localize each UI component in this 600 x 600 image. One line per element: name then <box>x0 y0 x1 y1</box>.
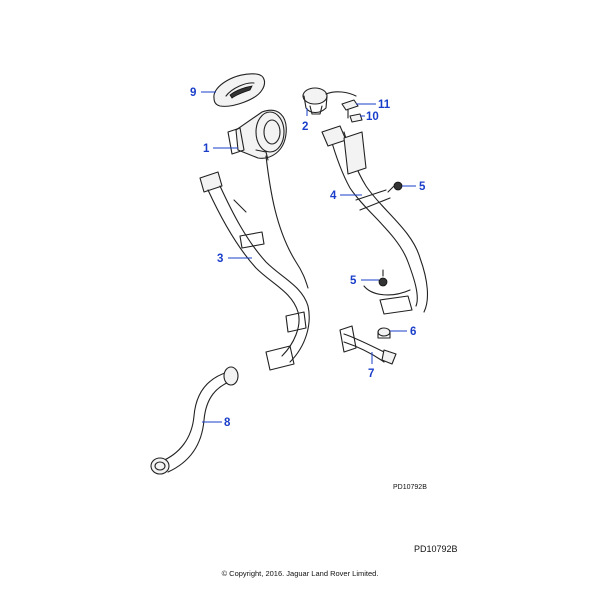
part-5-bolt-upper <box>387 181 403 193</box>
callout-8: 8 <box>202 417 231 429</box>
callout-2: 2 <box>302 108 308 133</box>
callout-7: 7 <box>368 352 374 380</box>
callout-10-label: 10 <box>366 111 379 123</box>
copyright-notice: © Copyright, 2016. Jaguar Land Rover Lim… <box>221 569 379 578</box>
inner-reference-code: PD10792B <box>393 484 427 491</box>
part-6-fastener <box>377 327 391 339</box>
callout-9-label: 9 <box>190 87 196 99</box>
callout-2-label: 2 <box>302 121 308 133</box>
part-11-clip <box>341 99 359 119</box>
part-8-lower-hose <box>150 366 239 475</box>
reference-code: PD10792B <box>414 544 458 554</box>
part-3-filler-neck <box>199 171 310 371</box>
callout-4: 4 <box>330 190 362 202</box>
callout-3-label: 3 <box>217 253 223 265</box>
part-7-breather-pipe <box>339 325 397 365</box>
callout-5-upper-label: 5 <box>419 181 426 193</box>
callout-3: 3 <box>217 253 252 265</box>
callout-5-upper: 5 <box>402 181 426 193</box>
callout-9: 9 <box>190 87 216 99</box>
callout-4-label: 4 <box>330 190 337 202</box>
callout-11-label: 11 <box>378 99 391 111</box>
part-1-filler-housing <box>227 109 309 289</box>
part-2-filler-cap <box>302 87 357 115</box>
callout-11: 11 <box>356 99 391 111</box>
callout-7-label: 7 <box>368 368 374 380</box>
callout-1-label: 1 <box>203 143 210 155</box>
part-5-bolt-lower <box>378 269 388 287</box>
callout-6-label: 6 <box>410 326 416 338</box>
callout-10: 10 <box>360 111 379 123</box>
callout-5-lower: 5 <box>350 275 379 287</box>
part-4-filler-neck <box>321 125 429 315</box>
part-9-gasket <box>213 73 266 107</box>
callout-5-lower-label: 5 <box>350 275 357 287</box>
callout-8-label: 8 <box>224 417 231 429</box>
callout-6: 6 <box>390 326 416 338</box>
part-10-fastener <box>349 113 363 123</box>
callout-1: 1 <box>203 143 238 155</box>
